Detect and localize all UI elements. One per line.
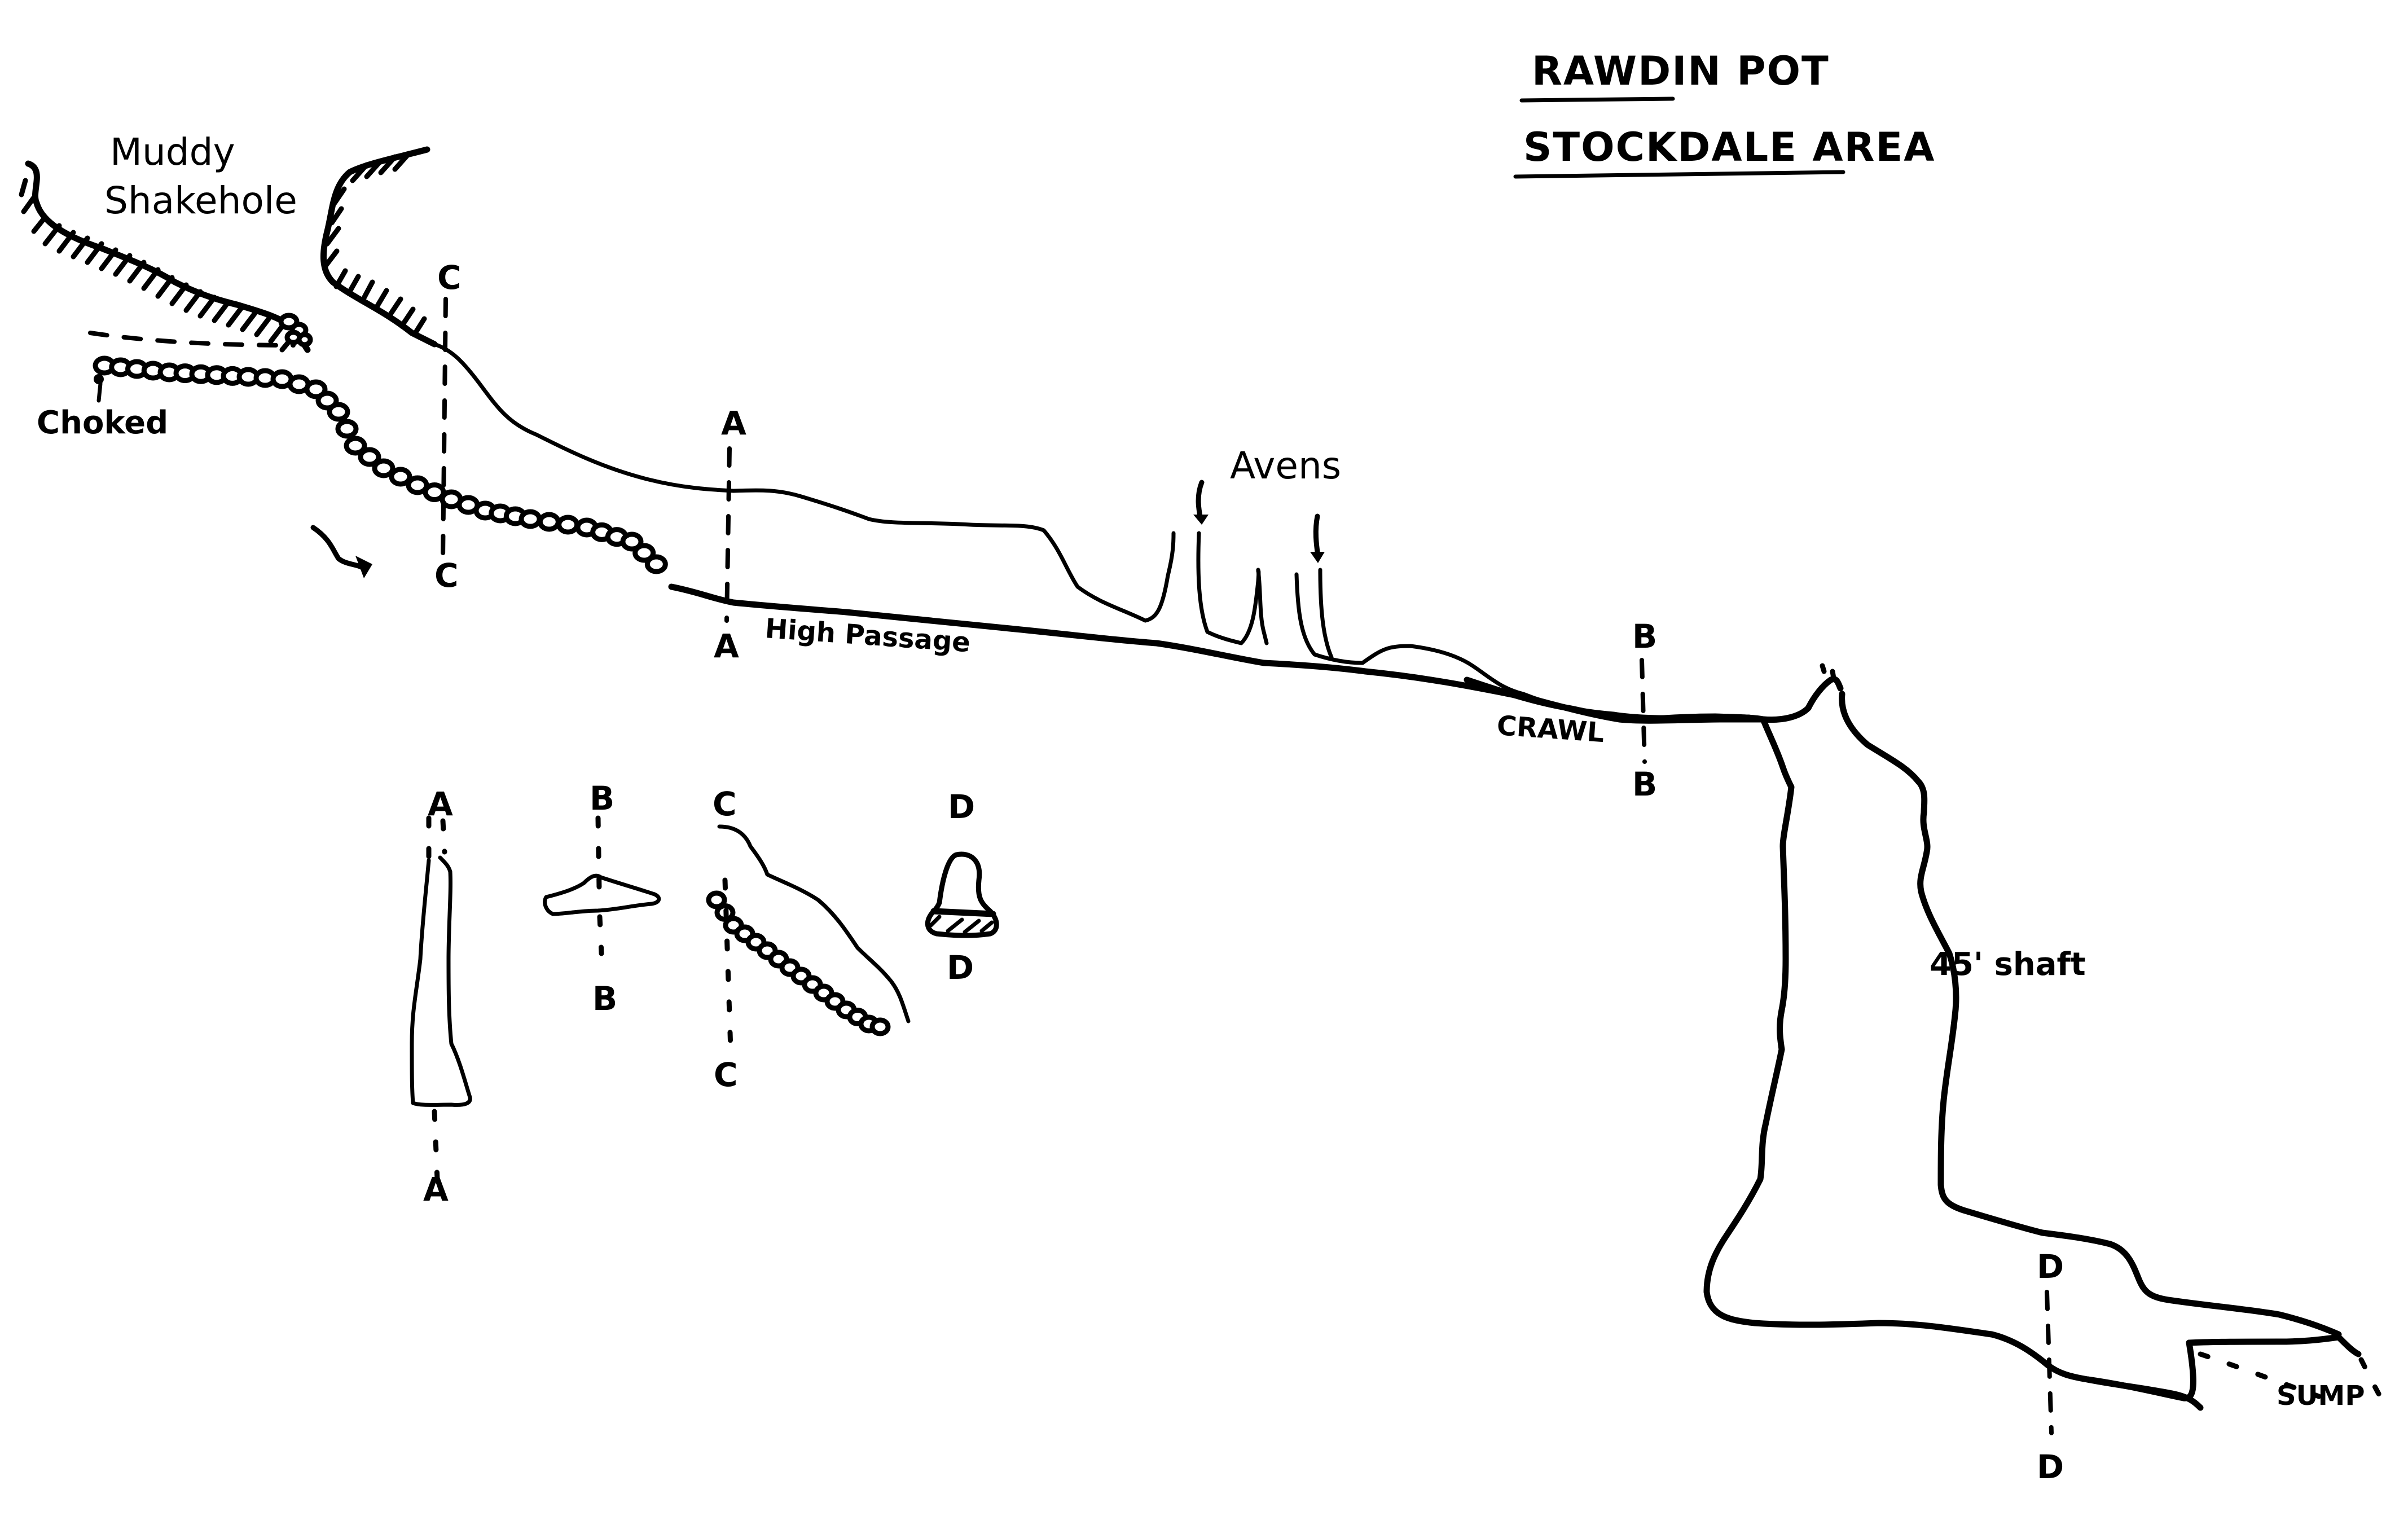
boulder	[706, 890, 727, 909]
passage-roof	[432, 342, 1176, 623]
shakehole-left-bank	[19, 160, 313, 353]
section-D-top-label: D	[2037, 1247, 2064, 1286]
boulder	[344, 436, 367, 456]
boulder	[335, 419, 359, 439]
choked-marker	[94, 374, 104, 403]
xsec-A-top-label: A	[428, 785, 453, 823]
shaft-right-wall	[1915, 778, 2342, 1338]
sump-continuation-1	[2198, 1351, 2322, 1399]
cave-name-title: RAWDIN POT	[1532, 48, 1830, 94]
cross-section-C: C C	[706, 785, 911, 1094]
cave-elevation-profile	[88, 331, 2389, 1411]
xsec-B-outline	[543, 873, 661, 916]
boulder	[518, 509, 542, 529]
xsec-C-bottom-label: C	[714, 1056, 738, 1094]
section-C-bottom-label: C	[434, 556, 459, 595]
boulder	[556, 515, 580, 535]
boulder	[358, 447, 381, 467]
cross-section-A: A A	[410, 785, 472, 1209]
cross-section-D: D D	[925, 788, 999, 987]
xsec-D-bottom-label: D	[947, 948, 974, 987]
xsec-C-roof	[717, 824, 911, 1023]
section-A-bottom-label: A	[714, 627, 739, 665]
xsec-D-hatched-floor	[929, 915, 994, 934]
label-shakehole: Shakehole	[104, 179, 297, 222]
shaft-left-wall	[1703, 716, 2204, 1411]
shaft-top-dashes	[1820, 663, 1836, 681]
xsec-B-top-label: B	[590, 779, 614, 818]
section-line-B: B B	[1632, 617, 1657, 803]
shaft-head	[1760, 676, 1922, 785]
xsec-A-bottom-label: A	[423, 1170, 449, 1209]
xsec-D-outline	[925, 851, 999, 938]
xsec-C-boulder-floor	[706, 890, 891, 1036]
choked-dashed-passage	[88, 331, 296, 348]
section-C-top-label: C	[437, 258, 462, 297]
label-45ft-shaft: 45' shaft	[1930, 946, 2086, 983]
boulder	[869, 1017, 891, 1036]
section-B-bottom-label: B	[1632, 765, 1657, 803]
section-D-bottom-label: D	[2037, 1448, 2064, 1486]
section-B-top-label: B	[1632, 617, 1657, 656]
label-choked: Choked	[37, 405, 168, 441]
boulder	[537, 512, 561, 532]
boulder	[632, 543, 656, 563]
title-underline	[1519, 96, 1675, 103]
area-subtitle: STOCKDALE AREA	[1523, 124, 1935, 170]
label-sump: SUMP	[2277, 1380, 2365, 1412]
section-A-top-label: A	[721, 404, 746, 442]
boulder	[644, 554, 668, 574]
entrance-boulders	[278, 313, 313, 348]
xsec-C-top-label: C	[713, 785, 737, 823]
subtitle-underline	[1513, 170, 1845, 179]
section-line-C: C C	[434, 258, 462, 595]
xsec-A-outline	[410, 855, 472, 1107]
crawl-floor	[1464, 676, 1767, 723]
passage-floor	[668, 583, 1767, 724]
aven-1	[1196, 531, 1261, 645]
boulder	[620, 531, 644, 552]
shakehole-right-bank	[320, 146, 438, 348]
boulder	[327, 402, 350, 422]
boulder	[389, 467, 412, 487]
sump-continuation-2	[2358, 1357, 2389, 1410]
cross-section-B: B B	[543, 779, 661, 1018]
label-crawl: CRAWL	[1496, 710, 1605, 749]
title-block: RAWDIN POT STOCKDALE AREA	[1513, 48, 1935, 179]
aven-arrow-1-icon	[1193, 480, 1209, 525]
aven-arrow-2-icon	[1310, 513, 1325, 563]
flow-arrow-icon	[310, 525, 372, 578]
sump-floor	[2186, 1334, 2362, 1357]
label-avens: Avens	[1230, 444, 1341, 487]
xsec-D-top-label: D	[948, 788, 975, 826]
aven-2	[1256, 568, 1751, 719]
boulder-choke	[93, 355, 668, 574]
label-muddy: Muddy	[110, 130, 235, 174]
boulder	[372, 458, 396, 478]
xsec-B-bottom-label: B	[592, 979, 617, 1018]
section-line-D: D D	[2037, 1247, 2064, 1486]
section-line-A: A A	[714, 404, 746, 665]
